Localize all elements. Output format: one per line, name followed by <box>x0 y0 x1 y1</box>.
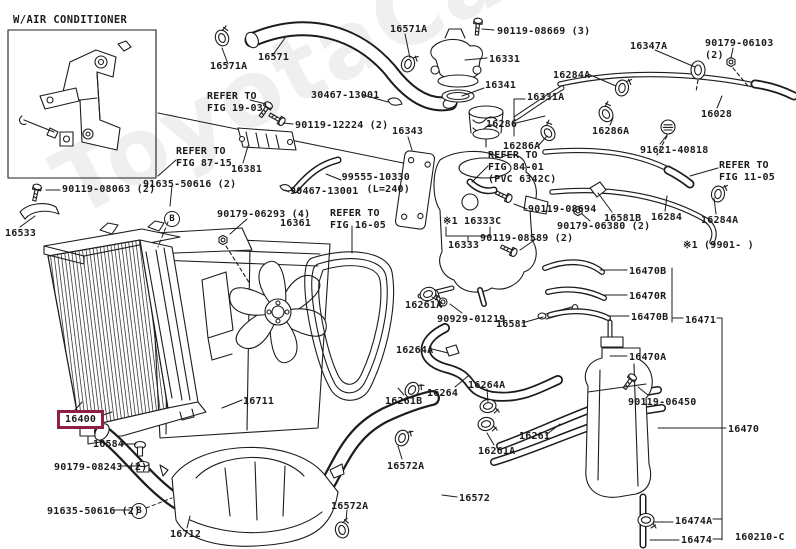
part-label-16261a[interactable]: 16261A <box>405 300 443 311</box>
circled-b-marker: B <box>131 503 147 519</box>
part-label-16712[interactable]: 16712 <box>170 529 202 540</box>
ac-title: W/AIR CONDITIONER <box>13 14 128 26</box>
part-label-90929-01219[interactable]: 90929-01219 <box>437 314 506 325</box>
part-label-91635-50616-2[interactable]: 91635-50616 (2) <box>47 506 141 517</box>
part-label-16470[interactable]: 16470 <box>728 424 760 435</box>
part-label-16331a[interactable]: 16331A <box>527 92 565 103</box>
part-label-16343[interactable]: 16343 <box>392 126 424 137</box>
refer-note-fig-84-01: REFER TO FIG 84-01 (PVC 6342C) <box>488 150 557 185</box>
part-label-16361[interactable]: 16361 <box>280 218 312 229</box>
circled-b-marker: B <box>164 211 180 227</box>
part-label-16711[interactable]: 16711 <box>243 396 275 407</box>
refer-note-fig-11-05: REFER TO FIG 11-05 <box>719 160 775 183</box>
part-label-16264a[interactable]: 16264A <box>468 380 506 391</box>
part-label-91635-50616-2[interactable]: 91635-50616 (2) <box>143 179 237 190</box>
part-label-16471[interactable]: 16471 <box>685 315 717 326</box>
part-label-90179-06380-2[interactable]: 90179-06380 (2) <box>557 221 651 232</box>
refer-note-fig-19-03: REFER TO FIG 19-03 <box>207 91 263 114</box>
refer-note-fig-87-15: REFER TO FIG 87-15 <box>176 146 232 169</box>
part-label-1-16333c[interactable]: ※1 16333C <box>443 216 502 227</box>
part-label-90467-13001[interactable]: 90467-13001 <box>290 186 359 197</box>
part-label-16470b[interactable]: 16470B <box>631 312 669 323</box>
part-label-90119-08669-3[interactable]: 90119-08669 (3) <box>497 26 591 37</box>
part-label-16264a[interactable]: 16264A <box>396 345 434 356</box>
part-label-16341[interactable]: 16341 <box>485 80 517 91</box>
part-label-16333[interactable]: 16333 <box>448 240 480 251</box>
part-label-16470a[interactable]: 16470A <box>629 352 667 363</box>
part-label-99555-10330-l-240[interactable]: 99555-10330 (L=240) <box>341 172 410 195</box>
part-label-16028[interactable]: 16028 <box>701 109 733 120</box>
part-label-16261[interactable]: 16261 <box>519 431 551 442</box>
part-label-16284[interactable]: 16284 <box>651 212 683 223</box>
part-label-90119-08589-2[interactable]: 90119-08589 (2) <box>480 233 574 244</box>
refer-note-fig-16-05: REFER TO FIG 16-05 <box>330 208 386 231</box>
part-label-90119-08063-2[interactable]: 90119-08063 (2) <box>62 184 156 195</box>
part-label-16571[interactable]: 16571 <box>258 52 290 63</box>
part-label-16284a[interactable]: 16284A <box>701 215 739 226</box>
part-label-16331[interactable]: 16331 <box>489 54 521 65</box>
part-label-90119-12224-2[interactable]: 90119-12224 (2) <box>295 120 389 131</box>
part-label-90119-08694[interactable]: 90119-08694 <box>528 204 597 215</box>
part-label-16261b[interactable]: 16261B <box>385 396 423 407</box>
part-label-91621-40818[interactable]: 91621-40818 <box>640 145 709 156</box>
part-label-16381[interactable]: 16381 <box>231 164 263 175</box>
part-label-16470r[interactable]: 16470R <box>629 291 667 302</box>
part-label-16572[interactable]: 16572 <box>459 493 491 504</box>
part-label-16474a[interactable]: 16474A <box>675 516 713 527</box>
part-label-16347a[interactable]: 16347A <box>630 41 668 52</box>
part-label-16581b[interactable]: 16581B <box>604 213 642 224</box>
part-label-30467-13001[interactable]: 30467-13001 <box>311 90 380 101</box>
part-label-16571a[interactable]: 16571A <box>390 24 428 35</box>
part-label-16286a[interactable]: 16286A <box>592 126 630 137</box>
part-label-90179-06293-4[interactable]: 90179-06293 (4) <box>217 209 311 220</box>
part-label-16571a[interactable]: 16571A <box>210 61 248 72</box>
part-label-16286[interactable]: 16286 <box>486 119 518 130</box>
diagram-code: 160210-C <box>735 532 785 543</box>
part-label-90179-06103-2[interactable]: 90179-06103 (2) <box>705 38 774 61</box>
part-label-16572a[interactable]: 16572A <box>387 461 425 472</box>
part-label-90119-06450[interactable]: 90119-06450 <box>628 397 697 408</box>
part-label-16470b[interactable]: 16470B <box>629 266 667 277</box>
part-label-16581[interactable]: 16581 <box>496 319 528 330</box>
part-label-16284a[interactable]: 16284A <box>553 70 591 81</box>
part-label-16286a[interactable]: 16286A <box>503 141 541 152</box>
part-label-16474[interactable]: 16474 <box>681 535 713 546</box>
part-label-16264[interactable]: 16264 <box>427 388 459 399</box>
part-label-16400-highlighted[interactable]: 16400 <box>57 410 105 429</box>
footnote-9901: ※1 (9901- ) <box>683 240 754 251</box>
part-label-16572a[interactable]: 16572A <box>331 501 369 512</box>
part-label-16584[interactable]: 16584 <box>93 439 125 450</box>
part-label-16261a[interactable]: 16261A <box>478 446 516 457</box>
part-label-90179-08243-2[interactable]: 90179-08243 (2) <box>54 462 148 473</box>
part-label-16533[interactable]: 16533 <box>5 228 37 239</box>
